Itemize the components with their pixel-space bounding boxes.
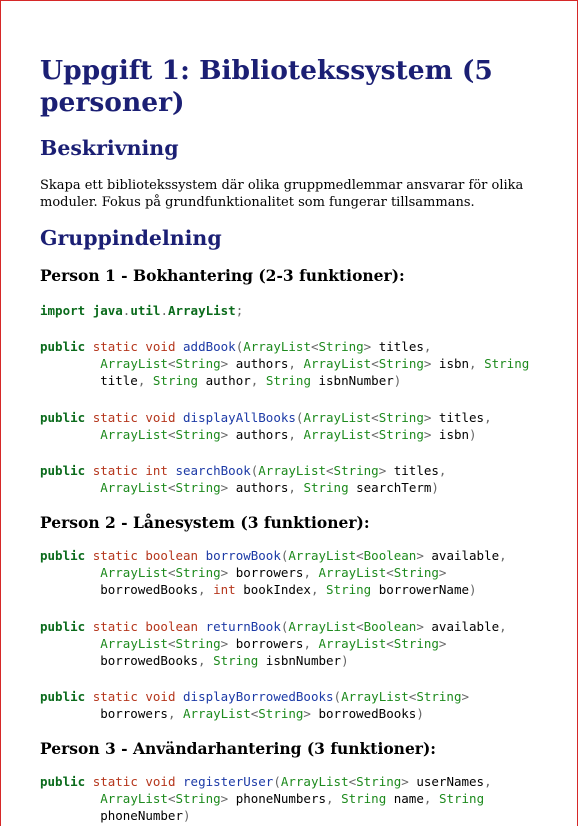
page-title: Uppgift 1: Bibliotekssystem (5 personer) <box>40 55 493 118</box>
person-1-heading: Person 1 - Bokhantering (2-3 funktioner)… <box>40 266 405 285</box>
code-displayallbooks: public static void displayAllBooks(Array… <box>40 410 492 442</box>
description-heading: Beskrivning <box>40 136 179 160</box>
code-searchbook: public static int searchBook(ArrayList<S… <box>40 463 447 495</box>
code-displayborrowedbooks: public static void displayBorrowedBooks(… <box>40 689 470 721</box>
import-line: import java.util.ArrayList; <box>40 303 244 318</box>
description-text: Skapa ett bibliotekssystem där olika gru… <box>40 178 524 210</box>
person-3-heading: Person 3 - Användarhantering (3 funktion… <box>40 739 437 758</box>
code-addbook: public static void addBook(ArrayList<Str… <box>40 339 530 388</box>
code-returnbook: public static boolean returnBook(ArrayLi… <box>40 619 507 668</box>
groups-heading: Gruppindelning <box>40 226 222 250</box>
code-borrowbook: public static boolean borrowBook(ArrayLi… <box>40 548 507 597</box>
person-2-heading: Person 2 - Lånesystem (3 funktioner): <box>40 513 370 532</box>
code-registeruser: public static void registerUser(ArrayLis… <box>40 774 492 823</box>
